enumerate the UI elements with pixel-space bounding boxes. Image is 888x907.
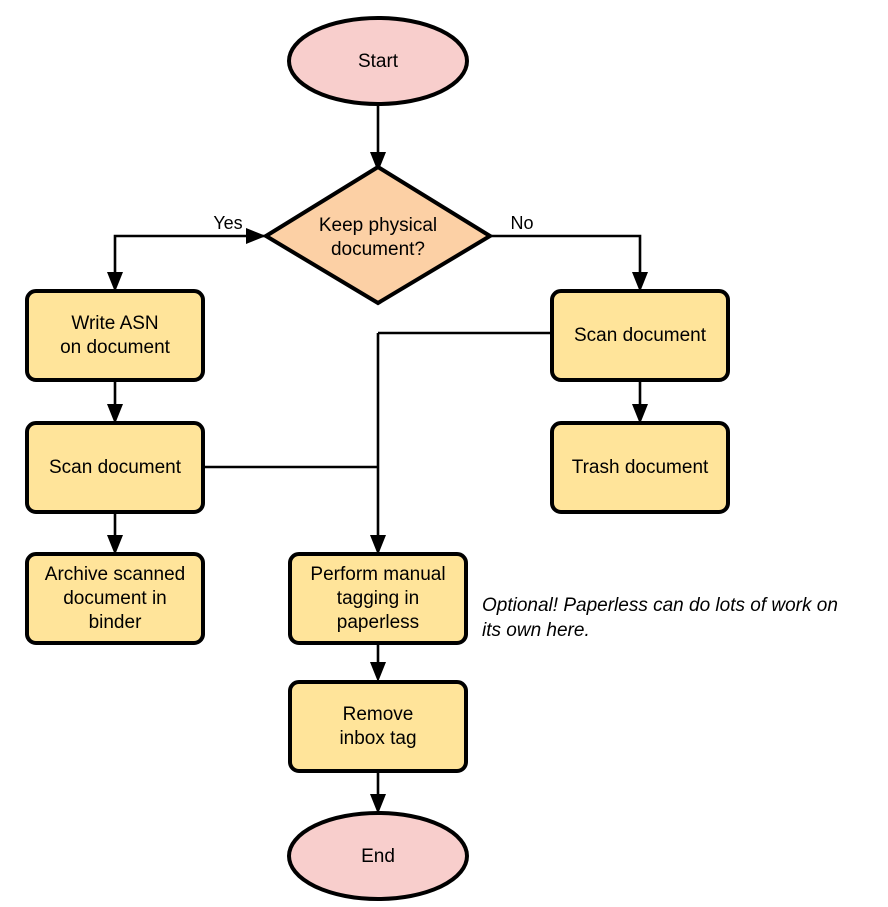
node-perform-manual-tagging[interactable]: Perform manual tagging in paperless bbox=[288, 552, 468, 645]
decision-diamond[interactable] bbox=[262, 164, 494, 306]
write-asn-label-line1: Write ASN bbox=[71, 313, 158, 334]
node-remove-inbox-tag[interactable]: Remove inbox tag bbox=[288, 680, 468, 773]
start-label: Start bbox=[358, 51, 399, 72]
annotation-optional-note: Optional! Paperless can do lots of work … bbox=[482, 595, 838, 641]
node-write-asn[interactable]: Write ASN on document bbox=[25, 289, 205, 382]
end-ellipse[interactable] bbox=[287, 811, 469, 901]
edge-scan-right-to-trash bbox=[632, 380, 648, 424]
node-end[interactable]: End bbox=[287, 811, 469, 901]
trash-document-label: Trash document bbox=[572, 457, 709, 478]
remove-inbox-box[interactable] bbox=[288, 680, 468, 773]
optional-note-line1: Optional! Paperless can do lots of work … bbox=[482, 595, 838, 616]
edge-spine-to-manual-tagging bbox=[370, 333, 386, 555]
start-ellipse[interactable] bbox=[287, 16, 469, 106]
write-asn-label-line2: on document bbox=[60, 337, 171, 358]
end-label: End bbox=[361, 846, 395, 867]
node-scan-document-left[interactable]: Scan document bbox=[25, 421, 205, 514]
node-scan-document-right[interactable]: Scan document bbox=[550, 289, 730, 382]
scan-document-left-label: Scan document bbox=[49, 457, 182, 478]
edge-manual-tagging-to-remove-inbox bbox=[370, 643, 386, 682]
decision-label-line2: document? bbox=[331, 239, 425, 260]
write-asn-box[interactable] bbox=[25, 289, 205, 382]
remove-inbox-label-line1: Remove bbox=[343, 704, 414, 725]
edge-label-yes: Yes bbox=[213, 213, 242, 233]
decision-label-line1: Keep physical bbox=[319, 215, 437, 236]
node-decision-keep-physical-document[interactable]: Keep physical document? bbox=[262, 164, 494, 306]
archive-binder-box[interactable] bbox=[25, 552, 205, 645]
node-start[interactable]: Start bbox=[287, 16, 469, 106]
node-trash-document[interactable]: Trash document bbox=[550, 421, 730, 514]
edge-label-no: No bbox=[510, 213, 533, 233]
edge-write-asn-to-scan-left bbox=[107, 380, 123, 424]
edge-decision-yes-to-write-asn bbox=[107, 228, 266, 292]
manual-tagging-label-line1: Perform manual bbox=[310, 564, 445, 585]
scan-document-right-label: Scan document bbox=[574, 325, 707, 346]
edge-scan-left-to-archive bbox=[107, 512, 123, 555]
scan-document-right-box[interactable] bbox=[550, 289, 730, 382]
scan-document-left-box[interactable] bbox=[25, 421, 205, 514]
edge-decision-no-to-scan-right bbox=[470, 228, 648, 292]
archive-binder-label-line3: binder bbox=[89, 612, 142, 633]
node-archive-in-binder[interactable]: Archive scanned document in binder bbox=[25, 552, 205, 645]
archive-binder-label-line1: Archive scanned bbox=[45, 564, 185, 585]
manual-tagging-label-line2: tagging in bbox=[337, 588, 419, 609]
trash-document-box[interactable] bbox=[550, 421, 730, 514]
archive-binder-label-line2: document in bbox=[63, 588, 167, 609]
connector-layer bbox=[107, 104, 648, 814]
edge-start-to-decision bbox=[370, 104, 386, 172]
remove-inbox-label-line2: inbox tag bbox=[339, 728, 416, 749]
manual-tagging-box[interactable] bbox=[288, 552, 468, 645]
edge-remove-inbox-to-end bbox=[370, 771, 386, 814]
manual-tagging-label-line3: paperless bbox=[337, 612, 419, 633]
optional-note-line2: its own here. bbox=[482, 620, 590, 641]
